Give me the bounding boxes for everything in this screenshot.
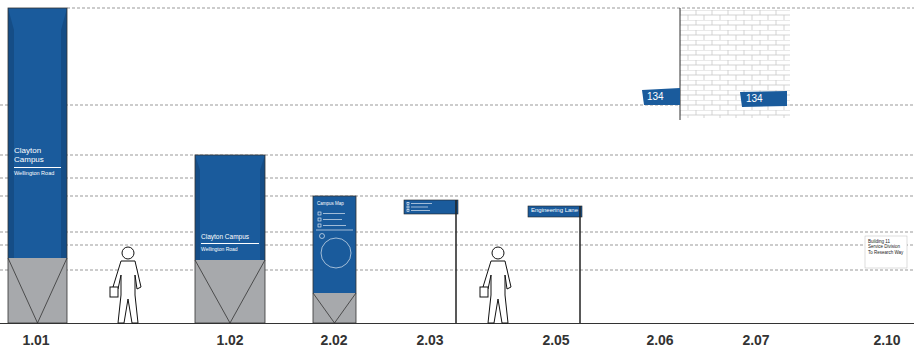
sign-panel: Campus Map — [315, 200, 357, 207]
sign-code: 1.01 — [22, 332, 49, 348]
pylon-102 — [195, 155, 265, 323]
plaque-text: Service Division — [868, 244, 906, 249]
map-totem-202 — [313, 196, 356, 323]
sign-code: 1.02 — [216, 332, 243, 348]
sign-subtitle: Wellington Road — [201, 243, 259, 252]
sign-panel: Clayton CampusWellington Road — [8, 142, 67, 181]
sign-code: 2.02 — [320, 332, 347, 348]
building-number: 134 — [647, 91, 677, 103]
sign-code: 2.07 — [742, 332, 769, 348]
plaque-210 — [865, 236, 907, 268]
sign-panel: Engineering Lane — [528, 206, 582, 217]
sign-panel: 134 — [742, 91, 787, 107]
sign-subtitle: Wellington Road — [14, 167, 61, 177]
blade-sign-203 — [404, 200, 458, 323]
sign-title: Clayton Campus — [14, 146, 61, 164]
height-guides — [0, 8, 914, 270]
sign-panel: Building 11Service DivisionTo Research W… — [866, 238, 908, 256]
sign-panel: Clayton CampusWellington Road — [195, 230, 265, 255]
sign-code: 2.06 — [646, 332, 673, 348]
plaque-text: To Research Way — [868, 250, 906, 255]
person-silhouette — [480, 247, 511, 323]
sign-title: Campus Map — [317, 201, 355, 206]
sign-code: 2.10 — [873, 332, 900, 348]
wall-sign-207 — [728, 10, 790, 118]
person-silhouette — [110, 247, 141, 323]
street-name: Engineering Lane — [531, 207, 579, 214]
wall-sign-206 — [642, 8, 730, 120]
blade-sign-205 — [528, 206, 582, 323]
plaque-text: Building 11 — [868, 239, 906, 244]
pylon-101 — [8, 8, 67, 323]
sign-title: Clayton Campus — [201, 233, 259, 240]
sign-code: 2.05 — [542, 332, 569, 348]
sign-code: 2.03 — [416, 332, 443, 348]
building-number: 134 — [746, 93, 783, 105]
sign-panel: 134 — [644, 89, 680, 105]
